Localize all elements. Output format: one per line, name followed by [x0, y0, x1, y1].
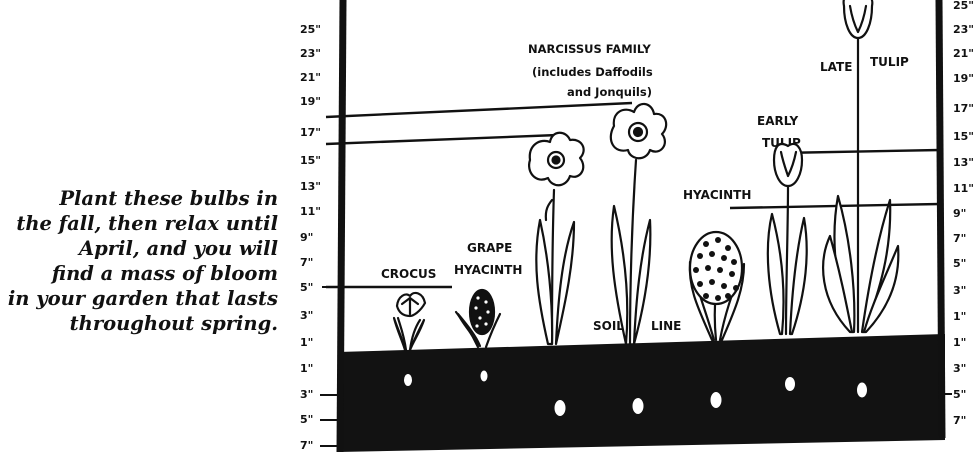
late-tulip-label-left: LATE — [820, 60, 852, 74]
left-tick-label: 1" — [300, 362, 313, 375]
narcissus-height-line — [326, 103, 632, 117]
late-tulip-bulb — [857, 383, 867, 398]
right-ruler: 25" 23" 21" 19" 17" 15" 13" 11" 9" 7" 5"… — [942, 0, 974, 427]
left-tick-label: 23" — [300, 47, 321, 60]
late-tulip-plant — [823, 0, 898, 332]
left-tick-label: 11" — [300, 205, 321, 218]
left-tick-label: 3" — [300, 309, 313, 322]
grape-hyacinth-bulb — [481, 371, 488, 382]
crocus-bulb — [404, 374, 412, 386]
right-tick-label: 5" — [953, 257, 966, 270]
right-tick-label: 3" — [953, 362, 966, 375]
hyacinth-height-line — [730, 204, 940, 208]
crocus-label: CROCUS — [381, 267, 436, 281]
left-tick-label: 25" — [300, 23, 321, 36]
early-tulip-height-line — [780, 150, 940, 153]
narcissus-label-3: and Jonquils) — [567, 85, 652, 99]
right-tick-label: 1" — [953, 336, 966, 349]
grape-hyacinth-plant — [456, 290, 500, 347]
right-tick-label: 1" — [953, 310, 966, 323]
right-tick-label: 7" — [953, 414, 966, 427]
left-tick-label: 21" — [300, 71, 321, 84]
soil-line-label-right: LINE — [651, 319, 681, 333]
right-tick-label: 25" — [953, 0, 974, 12]
narcissus-label-2: (includes Daffodils — [532, 65, 653, 79]
right-tick-label: 21" — [953, 47, 974, 60]
right-tick-label: 15" — [953, 130, 974, 143]
soil-line-label-left: SOIL — [593, 319, 624, 333]
left-tick-label: 7" — [300, 256, 313, 269]
right-tick-label: 19" — [953, 72, 974, 85]
left-tick-label: 19" — [300, 95, 321, 108]
left-tick-label: 3" — [300, 388, 313, 401]
soil-band — [338, 334, 945, 452]
hyacinth-label: HYACINTH — [683, 188, 751, 202]
left-scale-bar — [340, 0, 343, 452]
left-tick-label: 15" — [300, 154, 321, 167]
left-tick-label: 17" — [300, 126, 321, 139]
right-tick-label: 5" — [953, 388, 966, 401]
left-tick-label: 5" — [300, 413, 313, 426]
hyacinth-bulb — [711, 392, 722, 408]
right-tick-label: 13" — [953, 156, 974, 169]
right-scale-bar — [939, 0, 942, 438]
left-tick-label: 7" — [300, 439, 313, 452]
early-tulip-plant — [768, 144, 807, 334]
daffodil-bulb — [555, 400, 566, 416]
late-tulip-label-right: TULIP — [870, 55, 909, 69]
left-tick-label: 13" — [300, 180, 321, 193]
daffodil-height-line — [326, 135, 558, 144]
right-tick-label: 17" — [953, 102, 974, 115]
grape-hyacinth-label-2: HYACINTH — [454, 263, 522, 277]
left-tick-label: 5" — [300, 281, 313, 294]
grape-hyacinth-label-1: GRAPE — [467, 241, 512, 255]
right-tick-label: 23" — [953, 23, 974, 36]
left-tick-label: 9" — [300, 231, 313, 244]
right-tick-label: 9" — [953, 207, 966, 220]
narcissus-bulb — [633, 398, 644, 414]
early-tulip-label-1: EARLY — [757, 114, 799, 128]
narcissus-label-1: NARCISSUS FAMILY — [528, 42, 651, 56]
daffodil-plant — [529, 133, 584, 344]
right-tick-label: 11" — [953, 182, 974, 195]
right-tick-label: 3" — [953, 284, 966, 297]
hyacinth-plant — [690, 232, 744, 340]
narcissus-plant — [611, 104, 666, 344]
early-tulip-bulb — [785, 377, 795, 391]
crocus-plant — [394, 293, 425, 350]
right-tick-label: 7" — [953, 232, 966, 245]
left-tick-label: 1" — [300, 336, 313, 349]
left-ruler: 25" 23" 21" 19" 17" 15" 13" 11" 9" 7" 5"… — [300, 23, 340, 452]
